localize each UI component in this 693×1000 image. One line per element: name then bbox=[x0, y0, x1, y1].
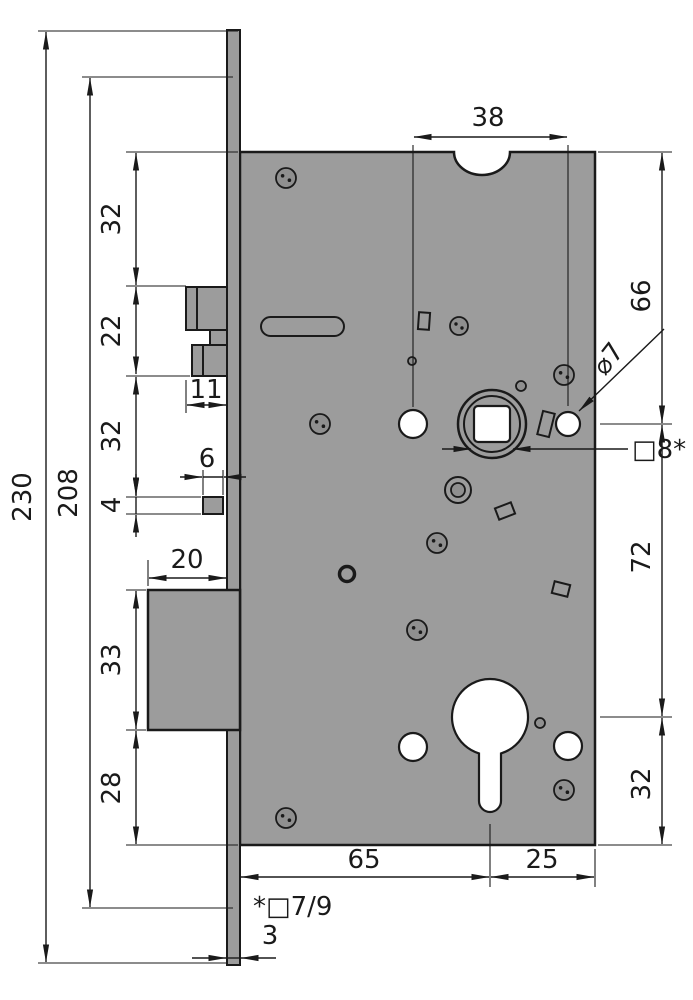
screw-head bbox=[309, 413, 331, 435]
screw bbox=[275, 807, 297, 829]
screw-recess-dot bbox=[418, 630, 423, 634]
screw bbox=[449, 316, 469, 336]
dim-label-32-top: 32 bbox=[97, 202, 127, 235]
screw-recess-dot bbox=[454, 322, 458, 326]
dimension-labels: 230 208 32 22 32 4 33 28 11 6 20 38 66 ⌀… bbox=[8, 103, 686, 951]
fixing-hole bbox=[552, 730, 584, 762]
screw bbox=[426, 532, 448, 554]
screw-recess-dot bbox=[314, 420, 319, 424]
dim-label-65: 65 bbox=[347, 845, 380, 875]
dim-label-230: 230 bbox=[8, 472, 38, 522]
dim-label-72: 72 bbox=[627, 540, 657, 573]
extension-lines bbox=[38, 30, 672, 964]
screw bbox=[309, 413, 331, 435]
follower-inner-ring bbox=[463, 395, 521, 453]
follower-hub bbox=[456, 388, 528, 460]
screw-recess-dot bbox=[411, 626, 416, 630]
screw-recess-dot bbox=[287, 818, 292, 822]
euro-cylinder-hole bbox=[450, 678, 530, 814]
dim-label-66: 66 bbox=[627, 279, 657, 312]
auxiliary-pin bbox=[202, 496, 224, 515]
screw-recess-dot bbox=[438, 543, 443, 547]
screw-recess-dot bbox=[460, 326, 464, 330]
stamped-tab bbox=[550, 580, 572, 598]
dia7-hole bbox=[554, 410, 582, 438]
screw-head bbox=[406, 619, 428, 641]
dim-label-22: 22 bbox=[97, 314, 127, 347]
dim-label-32-right: 32 bbox=[627, 767, 657, 800]
screw-recess-dot bbox=[280, 174, 285, 178]
screw-recess-dot bbox=[287, 178, 292, 182]
dim-label-4: 4 bbox=[97, 497, 127, 514]
rivet-post bbox=[444, 476, 472, 504]
screw-head bbox=[275, 167, 297, 189]
footnote-label: *□7/9 bbox=[253, 892, 332, 922]
dim-label-28: 28 bbox=[97, 771, 127, 804]
small-pin bbox=[534, 717, 546, 729]
dim-label-208: 208 bbox=[54, 468, 84, 518]
dim-label-38: 38 bbox=[471, 103, 504, 133]
latch-head bbox=[185, 286, 228, 331]
dim-label-33: 33 bbox=[97, 643, 127, 676]
screw bbox=[553, 779, 575, 801]
screw bbox=[553, 364, 575, 386]
latch-step bbox=[209, 329, 228, 346]
dimension-lines bbox=[42, 31, 666, 963]
screw bbox=[275, 167, 297, 189]
latch-lower bbox=[191, 344, 228, 377]
latch-bolt bbox=[185, 286, 228, 377]
guide-slot bbox=[260, 316, 345, 337]
dim-label-sq8: □8* bbox=[632, 435, 686, 465]
dim-label-25: 25 bbox=[525, 845, 558, 875]
screw-recess-dot bbox=[558, 371, 563, 375]
screw-head bbox=[275, 807, 297, 829]
stamped-tab bbox=[536, 409, 556, 439]
dim-label-20: 20 bbox=[170, 545, 203, 575]
faceplate bbox=[226, 29, 241, 966]
screw-head bbox=[426, 532, 448, 554]
screw-head bbox=[449, 316, 469, 336]
follower-outer-ring bbox=[456, 388, 528, 460]
screw-recess-dot bbox=[431, 539, 436, 543]
screw-recess-dot bbox=[321, 424, 326, 428]
fixing-hole bbox=[397, 408, 429, 440]
dim-label-11: 11 bbox=[189, 375, 222, 405]
screw-head bbox=[553, 779, 575, 801]
dim-label-3: 3 bbox=[262, 921, 279, 951]
stamped-tab bbox=[493, 501, 517, 521]
screw-recess-dot bbox=[558, 786, 563, 790]
deadbolt bbox=[146, 588, 242, 732]
leader-line-dia7 bbox=[578, 328, 665, 412]
screw bbox=[406, 619, 428, 641]
screw-recess-dot bbox=[565, 790, 570, 794]
fixing-hole bbox=[397, 731, 429, 763]
screw-recess-dot bbox=[280, 814, 285, 818]
screw-head bbox=[553, 364, 575, 386]
small-pin bbox=[407, 356, 417, 366]
dim-label-6: 6 bbox=[199, 444, 216, 474]
dark-ring bbox=[337, 564, 357, 584]
screw-recess-dot bbox=[565, 375, 570, 379]
small-pin bbox=[515, 380, 527, 392]
dim-label-32-mid: 32 bbox=[97, 419, 127, 452]
stamped-tab bbox=[416, 311, 432, 331]
square-spindle-hole bbox=[472, 404, 512, 444]
